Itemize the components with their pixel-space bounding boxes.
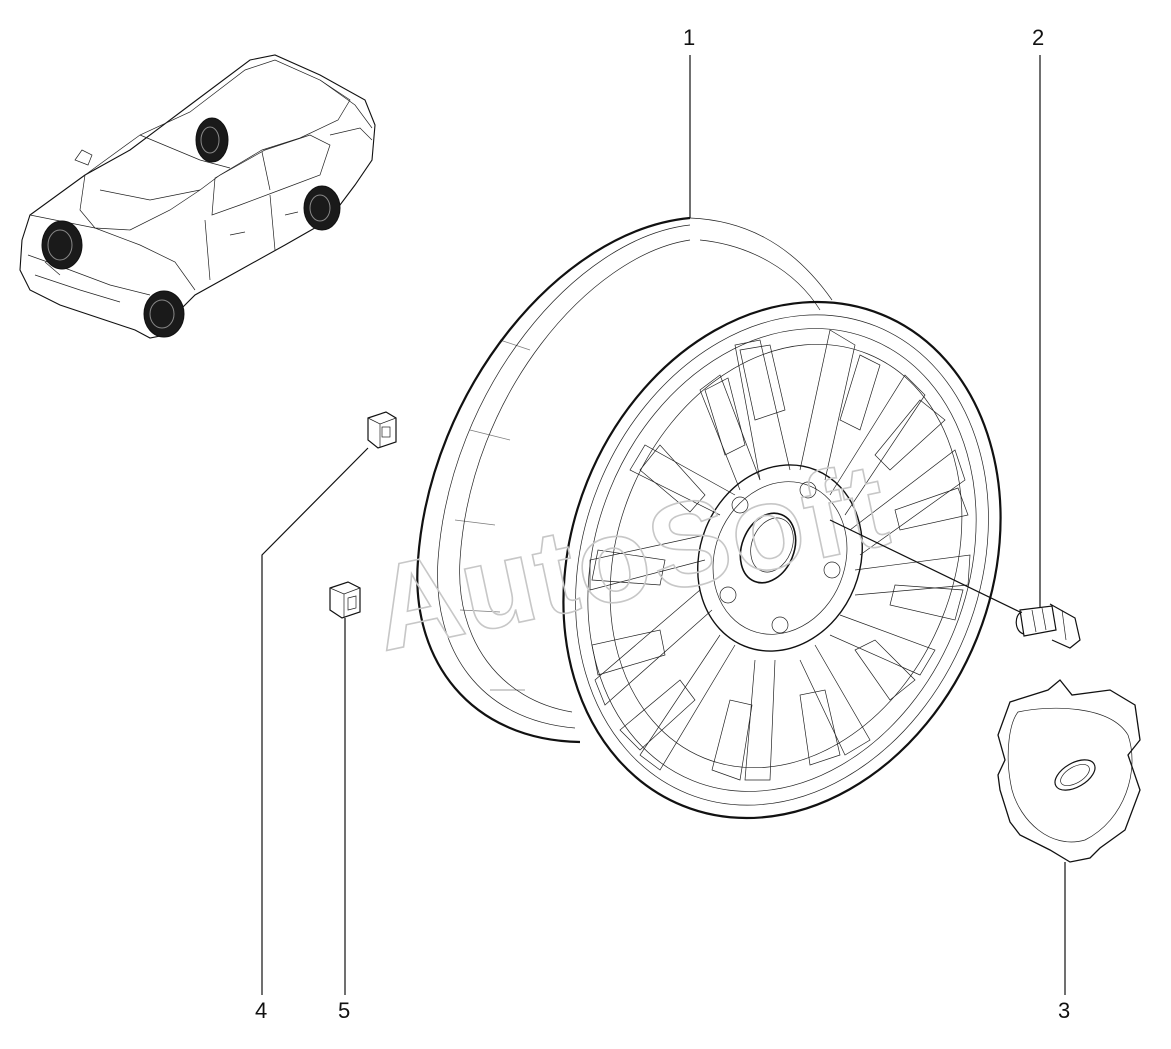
wheel-hub	[697, 464, 863, 652]
callout-4: 4	[255, 998, 267, 1023]
callout-1: 1	[683, 25, 695, 50]
car-wheel-front-left	[41, 220, 83, 270]
watermark-text: AutoSoft	[361, 437, 900, 677]
clip-part-4-illustration	[367, 411, 397, 449]
car-overview-illustration	[19, 54, 376, 339]
balance-weight-part-5-illustration	[329, 581, 361, 619]
callout-2: 2	[1032, 25, 1044, 50]
callout-3: 3	[1058, 998, 1070, 1023]
car-wheel-rear-left	[143, 290, 185, 338]
callout-5: 5	[338, 998, 350, 1023]
alloy-wheel-illustration	[416, 216, 1002, 820]
car-wheel-front-right	[195, 117, 229, 163]
watermark: AutoSoft	[361, 436, 902, 677]
leader-lines	[261, 55, 1066, 995]
leader-line-2-to-hub	[829, 519, 1021, 613]
hub-cap-illustration	[997, 679, 1141, 863]
wheel-spokes	[589, 329, 971, 781]
car-wheel-rear-right	[303, 185, 341, 231]
callout-labels: 1 2 3 4 5	[255, 25, 1070, 1023]
wheel-bolt-illustration	[1015, 603, 1081, 649]
leader-line-4	[261, 447, 369, 995]
